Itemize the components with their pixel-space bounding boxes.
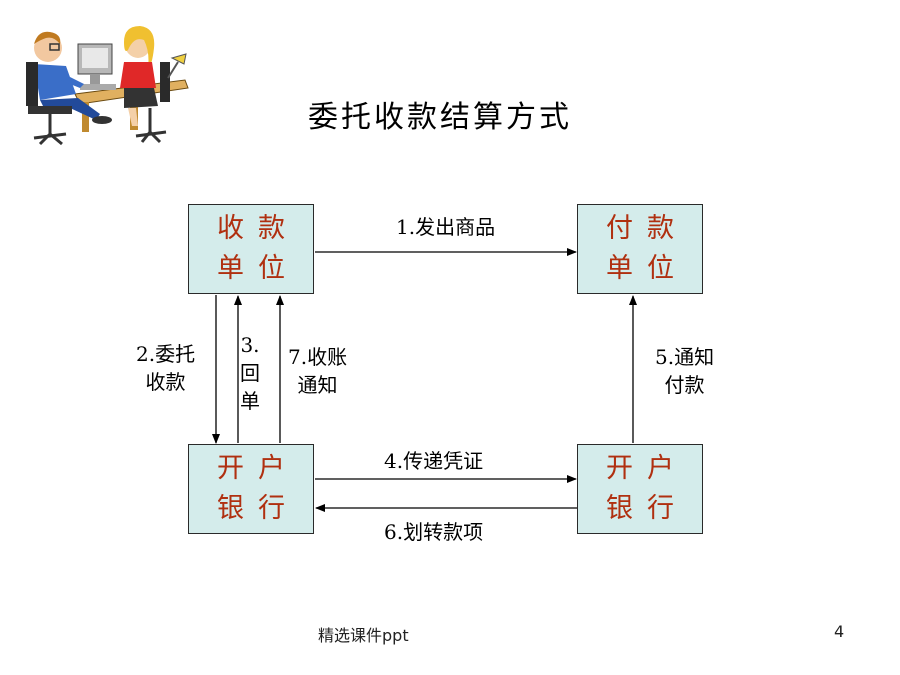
payee-bank-box: 开户 银行 xyxy=(188,444,314,534)
page-title: 委托收款结算方式 xyxy=(308,100,572,135)
edge-label-7: 7.收账 通知 xyxy=(288,343,347,399)
footer-text: 精选课件ppt xyxy=(318,626,409,645)
edge-label-2: 2.委托 收款 xyxy=(136,340,195,396)
edge-label-1: 1.发出商品 xyxy=(396,215,496,239)
office-workers-clipart xyxy=(26,26,189,146)
edge-label-4: 4.传递凭证 xyxy=(384,449,484,473)
payer-bank-label-line1: 开户 xyxy=(606,453,688,484)
payee-bank-label-line1: 开户 xyxy=(217,453,299,484)
edge-label-2-line2: 收款 xyxy=(145,370,186,394)
payee-unit-label-line2: 单位 xyxy=(217,253,299,284)
payer-unit-label-line1: 付款 xyxy=(606,213,688,244)
edge-label-3: 3. 回 单 xyxy=(240,331,260,415)
edge-label-2-line1: 2.委托 xyxy=(136,342,196,366)
edge-label-3-line2: 回 xyxy=(240,361,260,385)
payer-unit-label-line2: 单位 xyxy=(606,253,688,284)
payee-unit-box: 收款 单位 xyxy=(188,204,314,294)
edge-label-3-line3: 单 xyxy=(240,389,260,413)
edge-label-5: 5.通知 付款 xyxy=(655,343,714,399)
payee-unit-label-line1: 收款 xyxy=(217,213,299,244)
page-number: 4 xyxy=(834,622,845,641)
edge-label-5-line2: 付款 xyxy=(664,373,705,397)
edge-label-7-line1: 7.收账 xyxy=(288,345,348,369)
payer-bank-box: 开户 银行 xyxy=(577,444,703,534)
edge-label-7-line2: 通知 xyxy=(297,373,338,397)
payee-bank-label-line2: 银行 xyxy=(217,493,299,524)
edge-label-5-line1: 5.通知 xyxy=(655,345,715,369)
edge-label-6: 6.划转款项 xyxy=(384,520,484,544)
payer-bank-label-line2: 银行 xyxy=(606,493,688,524)
edge-label-3-line1: 3. xyxy=(240,333,260,357)
payer-unit-box: 付款 单位 xyxy=(577,204,703,294)
